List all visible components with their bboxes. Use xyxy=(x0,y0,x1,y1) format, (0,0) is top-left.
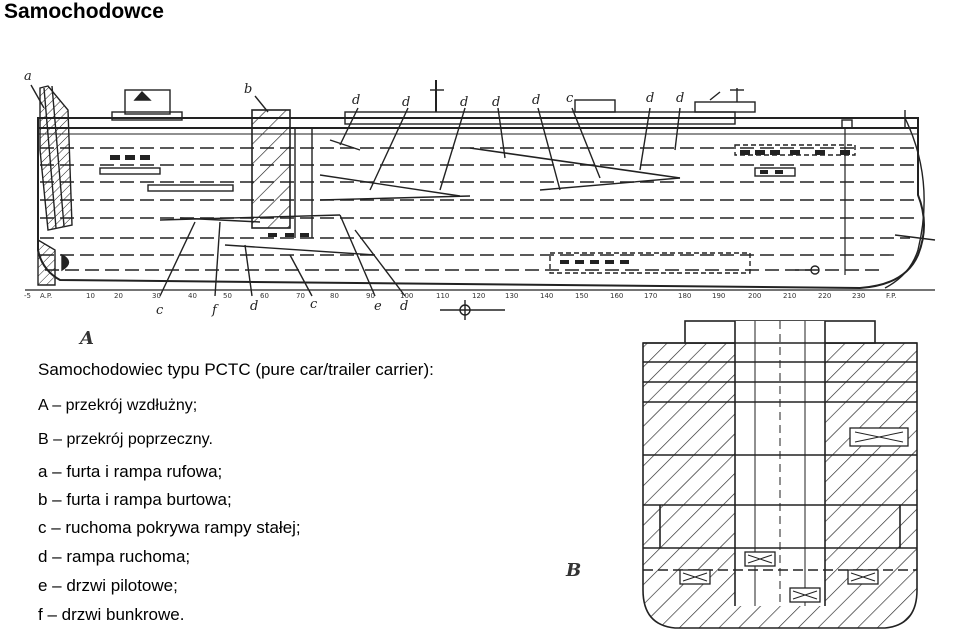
caption-line: b – furta i rampa burtowa; xyxy=(38,490,232,509)
callout-c-1: c xyxy=(566,91,574,106)
stern-ramp-hatched xyxy=(39,85,73,231)
caption-line: B – przekrój poprzeczny. xyxy=(38,431,213,448)
callout-a: a xyxy=(24,69,32,84)
frame-num: 110 xyxy=(436,292,449,300)
frame-num: 190 xyxy=(712,292,725,300)
frame-num: 130 xyxy=(505,292,518,300)
callout-d-1: d xyxy=(352,93,360,108)
frame-num: 180 xyxy=(678,292,691,300)
frame-num: 140 xyxy=(540,292,553,300)
frame-num: 20 xyxy=(114,292,123,300)
caption-line: a – furta i rampa rufowa; xyxy=(38,462,223,481)
frame-num: 200 xyxy=(748,292,761,300)
callout-d-8: d xyxy=(250,299,258,314)
callout-b: b xyxy=(244,82,252,97)
callout-d-3: d xyxy=(460,95,468,110)
callout-d-7: d xyxy=(676,91,684,106)
section-label-a: A xyxy=(78,328,94,349)
callout-d-4: d xyxy=(492,95,500,110)
caption-line: f – drzwi bunkrowe. xyxy=(38,605,185,624)
caption-line: d – rampa ruchoma; xyxy=(38,547,191,566)
caption-line: c – ruchoma pokrywa rampy stałej; xyxy=(38,518,301,537)
frame-num: 100 xyxy=(400,292,413,300)
callout-d-2: d xyxy=(402,95,410,110)
callout-c-2: c xyxy=(156,303,164,318)
longitudinal-section xyxy=(25,80,936,320)
caption-heading: Samochodowiec typu PCTC (pure car/traile… xyxy=(38,360,434,379)
frame-num: 230 xyxy=(852,292,865,300)
frame-num: -5 xyxy=(24,292,31,300)
frame-num: 30 xyxy=(152,292,161,300)
frame-num: 80 xyxy=(330,292,339,300)
callout-c-3: c xyxy=(310,297,318,312)
frame-num: 160 xyxy=(610,292,623,300)
page-title: Samochodowce xyxy=(4,0,164,23)
callout-f: f xyxy=(211,303,219,318)
frame-num: F.P. xyxy=(886,292,896,300)
caption-line: A – przekrój wzdłużny; xyxy=(38,397,198,414)
caption-line: e – drzwi pilotowe; xyxy=(38,576,178,595)
side-ramp-column xyxy=(251,109,291,229)
frame-num: 210 xyxy=(783,292,796,300)
frame-num: 70 xyxy=(296,292,305,300)
frame-num: 90 xyxy=(366,292,375,300)
callout-d-9: d xyxy=(400,299,408,314)
frame-num: A.P. xyxy=(40,292,52,300)
callout-d-6: d xyxy=(646,91,654,106)
callout-e: e xyxy=(374,299,382,314)
hull-outline xyxy=(37,117,925,290)
callout-d-5: d xyxy=(532,93,540,108)
frame-num: 150 xyxy=(575,292,588,300)
frame-num: 50 xyxy=(223,292,232,300)
bridge-house xyxy=(124,89,171,115)
section-label-b: B xyxy=(565,560,581,581)
upper-deck-house xyxy=(344,111,736,125)
frame-num: 40 xyxy=(188,292,197,300)
cross-section xyxy=(642,320,918,629)
frame-num: 170 xyxy=(644,292,657,300)
frame-num: 60 xyxy=(260,292,269,300)
frame-num: 10 xyxy=(86,292,95,300)
frame-num: 220 xyxy=(818,292,831,300)
frame-num: 120 xyxy=(472,292,485,300)
